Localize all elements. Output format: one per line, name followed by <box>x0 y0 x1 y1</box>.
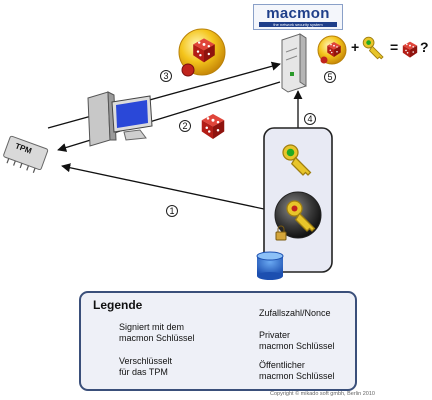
formula-equals: = <box>390 39 399 55</box>
logo-tagline: the network security system <box>259 22 337 27</box>
step-1-label: 1 <box>166 205 178 217</box>
legend-signed-label: Signiert mit dem macmon Schlüssel <box>119 322 195 343</box>
step-5-label: 5 <box>324 71 336 83</box>
server-icon <box>281 33 307 93</box>
copyright-notice: Copyright © mikado soft gmbh, Berlin 201… <box>270 391 375 397</box>
legend-encrypted-label: Verschlüsselt für das TPM <box>119 356 173 377</box>
nonce-die-icon <box>201 114 225 139</box>
formula-nonce-icon <box>402 41 418 58</box>
logo-wordmark: macmon <box>266 5 330 22</box>
arrow-step-1 <box>61 163 279 213</box>
device-encrypted-private-key-icon <box>274 191 322 241</box>
legend-private-key-label: Privater macmon Schlüssel <box>259 330 335 351</box>
formula-public-key-icon <box>362 36 384 60</box>
step-2-label: 2 <box>179 120 191 132</box>
signed-nonce-icon <box>178 28 226 77</box>
legend-box: Legende Signiert mit dem macmon Schlüsse… <box>79 291 357 391</box>
legend-title: Legende <box>93 298 143 312</box>
device-public-key-icon <box>282 144 312 176</box>
legend-nonce-label: Zufallszahl/Nonce <box>259 308 331 318</box>
step-3-label: 3 <box>160 70 172 82</box>
arrow-step-3 <box>47 61 281 129</box>
formula-plus: + <box>351 39 360 55</box>
client-computer-icon <box>87 91 153 147</box>
tpm-chip-icon <box>3 135 49 173</box>
step-4-label: 4 <box>304 113 316 125</box>
legend-public-key-label: Öffentlicher macmon Schlüssel <box>259 360 335 381</box>
formula-question: ? <box>420 39 429 55</box>
macmon-logo: macmon the network security system <box>253 4 343 30</box>
formula-signed-coin-icon <box>317 35 347 65</box>
database-icon <box>256 251 284 280</box>
